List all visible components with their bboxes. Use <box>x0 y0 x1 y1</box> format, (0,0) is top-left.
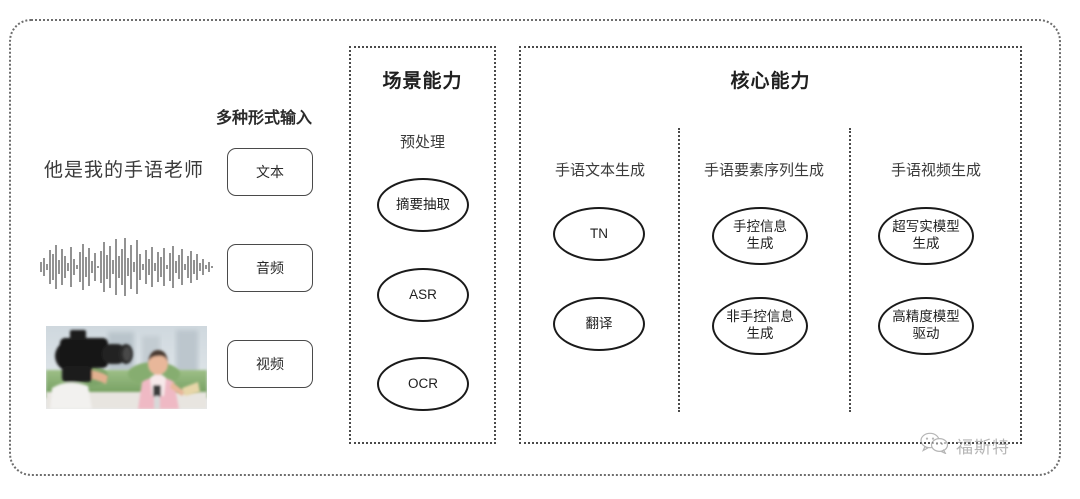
node-photoreal-model-generation-label: 超写实模型 生成 <box>892 219 960 253</box>
node-translation[interactable]: 翻译 <box>553 297 645 351</box>
input-chip-audio[interactable]: 音频 <box>227 244 313 292</box>
node-photoreal-model-generation[interactable]: 超写实模型 生成 <box>878 207 974 265</box>
preprocessing-subtitle: 预处理 <box>399 134 445 151</box>
input-chip-video-label: 视频 <box>256 356 284 372</box>
core-column-header-video-generation: 手语视频生成 <box>890 162 981 179</box>
outer-frame <box>9 19 1061 476</box>
wechat-icon <box>920 432 950 459</box>
node-high-precision-model-driving[interactable]: 高精度模型 驱动 <box>878 297 974 355</box>
node-manual-info-generation-label: 手控信息 生成 <box>733 219 787 253</box>
line2: 生成 <box>912 236 940 251</box>
core-column-divider-1 <box>678 128 680 412</box>
core-column-header-text-generation: 手语文本生成 <box>554 162 645 179</box>
node-tn-label: TN <box>590 225 608 241</box>
line1: 非手控信息 <box>726 309 794 325</box>
line1: 超写实模型 <box>892 219 960 235</box>
input-chip-text[interactable]: 文本 <box>227 148 313 196</box>
node-summary-extraction[interactable]: 摘要抽取 <box>377 178 469 232</box>
sample-input-text: 他是我的手语老师 <box>44 160 205 181</box>
audio-waveform-icon <box>36 236 216 298</box>
node-tn[interactable]: TN <box>553 207 645 261</box>
node-summary-extraction-label: 摘要抽取 <box>396 196 450 212</box>
node-asr[interactable]: ASR <box>377 268 469 322</box>
core-capability-box <box>519 46 1022 444</box>
node-non-manual-info-generation[interactable]: 非手控信息 生成 <box>712 297 808 355</box>
line2: 生成 <box>746 236 774 251</box>
node-manual-info-generation[interactable]: 手控信息 生成 <box>712 207 808 265</box>
watermark-text: 福斯特 <box>956 438 1010 457</box>
line2: 生成 <box>746 326 774 341</box>
scene-capability-title: 场景能力 <box>382 71 463 92</box>
core-column-header-element-sequence: 手语要素序列生成 <box>703 162 824 179</box>
core-column-divider-2 <box>849 128 851 412</box>
input-chip-audio-label: 音频 <box>256 260 284 276</box>
watermark: 福斯特 <box>920 432 1010 459</box>
input-section-heading: 多种形式输入 <box>216 110 313 127</box>
video-thumbnail <box>46 326 207 409</box>
line2: 驱动 <box>912 326 940 341</box>
scene-capability-box <box>349 46 496 444</box>
node-translation-label: 翻译 <box>585 315 613 331</box>
node-ocr-label: OCR <box>408 375 438 391</box>
line1: 高精度模型 <box>892 309 960 325</box>
input-chip-text-label: 文本 <box>256 164 284 180</box>
node-asr-label: ASR <box>409 286 437 302</box>
node-non-manual-info-generation-label: 非手控信息 生成 <box>726 309 794 343</box>
input-chip-video[interactable]: 视频 <box>227 340 313 388</box>
line1: 手控信息 <box>733 219 787 235</box>
core-capability-title: 核心能力 <box>730 71 811 92</box>
node-high-precision-model-driving-label: 高精度模型 驱动 <box>892 309 960 343</box>
node-ocr[interactable]: OCR <box>377 357 469 411</box>
